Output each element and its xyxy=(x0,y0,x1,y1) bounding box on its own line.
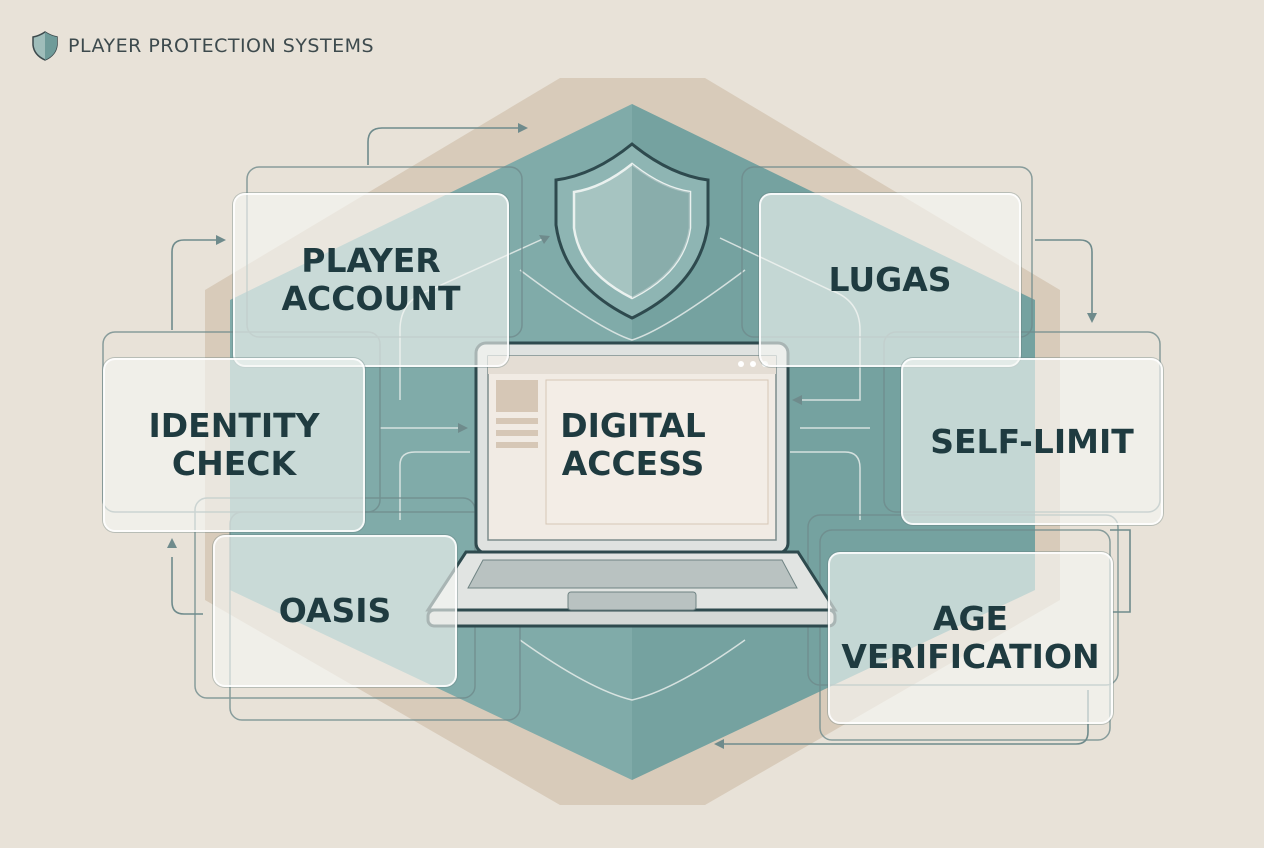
external-connectors xyxy=(171,127,1131,745)
header: PLAYER PROTECTION SYSTEMS xyxy=(32,31,374,61)
node-self-limit: SELF-LIMIT xyxy=(901,358,1163,525)
node-label: SELF-LIMIT xyxy=(930,421,1134,461)
shield-icon xyxy=(32,31,58,61)
node-player-account: PLAYER ACCOUNT xyxy=(233,193,509,367)
laptop-icon xyxy=(425,341,838,628)
page-title: PLAYER PROTECTION SYSTEMS xyxy=(68,35,375,57)
node-label: LUGAS xyxy=(828,260,952,299)
node-label: AGE VERIFICATION xyxy=(841,599,1100,676)
node-identity-check: IDENTITY CHECK xyxy=(103,358,365,532)
node-label: PLAYER ACCOUNT xyxy=(281,241,461,318)
node-lugas: LUGAS xyxy=(759,193,1021,367)
center-label-digital-access: DIGITAL ACCESS xyxy=(560,406,706,483)
node-age-verification: AGE VERIFICATION xyxy=(828,552,1113,724)
arrowheads xyxy=(167,123,1097,749)
shield-icon xyxy=(554,142,710,320)
node-label: IDENTITY CHECK xyxy=(148,406,320,483)
node-oasis: OASIS xyxy=(213,535,457,687)
node-label: OASIS xyxy=(278,591,392,630)
